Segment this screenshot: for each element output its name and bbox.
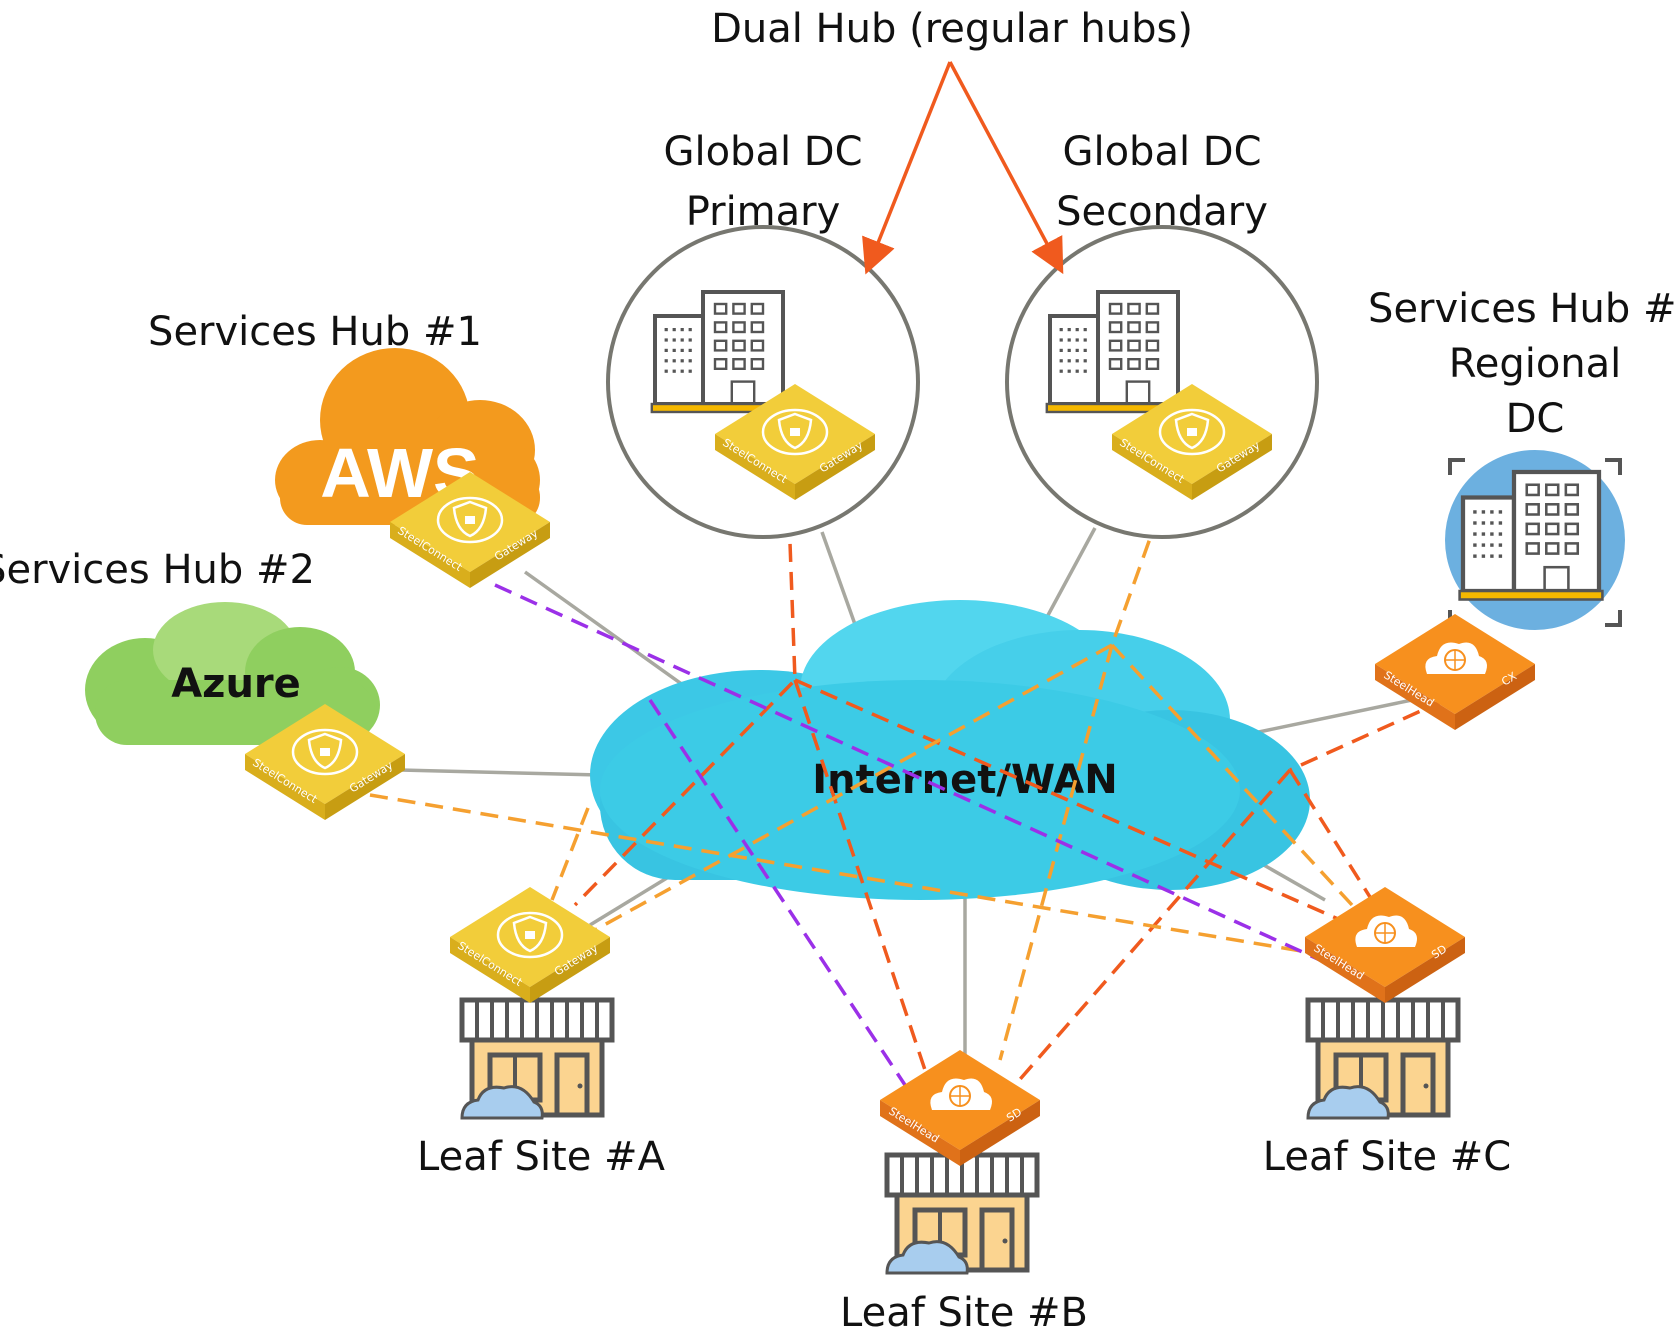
- site-label: Leaf Site #B: [840, 1290, 1088, 1336]
- hub-label-line3: DC: [1506, 396, 1565, 442]
- store-icon: [1308, 1000, 1458, 1118]
- cloud-globe-icon: [1425, 642, 1487, 674]
- link-secondary-wan: [1038, 527, 1097, 631]
- link-primary-wan: [820, 531, 859, 631]
- arrow-to-secondary: [948, 61, 1064, 275]
- cloud-globe-icon: [1355, 915, 1417, 947]
- leaf-site-a: Leaf Site #A: [417, 1000, 666, 1180]
- store-icon: [462, 1000, 612, 1118]
- hub-services-2: Services Hub #2 Azure: [0, 547, 380, 745]
- shield-lock-icon: [1158, 408, 1226, 456]
- arrow-to-primary: [862, 61, 952, 275]
- dual-hub-label: Dual Hub (regular hubs): [711, 6, 1193, 52]
- hub-label-line1: Services Hub #3: [1368, 286, 1677, 332]
- dual-hub-callout: Dual Hub (regular hubs): [711, 6, 1193, 275]
- hub-label-line2: Secondary: [1056, 189, 1268, 235]
- overlay-azure-sitec: [369, 793, 1326, 957]
- overlay-links: [369, 487, 1446, 1087]
- shield-lock-icon: [761, 408, 829, 456]
- link-aws-wan: [523, 570, 692, 692]
- hub-label: Services Hub #2: [0, 547, 315, 593]
- site-label: Leaf Site #A: [417, 1134, 666, 1180]
- link-azure-wan: [399, 768, 601, 777]
- site-label: Leaf Site #C: [1263, 1134, 1511, 1180]
- hub-label-line2: Regional: [1449, 341, 1622, 387]
- overlay-primary-siteb: [793, 679, 927, 1071]
- hub-label-line1: Global DC: [663, 129, 862, 175]
- overlay-secondary-sitec: [1110, 643, 1354, 907]
- leaf-site-c: Leaf Site #C: [1263, 1000, 1511, 1180]
- regional-dc-icon: [1445, 450, 1625, 630]
- hub-label: Services Hub #1: [148, 309, 482, 355]
- leaf-site-b: Leaf Site #B: [840, 1155, 1088, 1336]
- azure-label: Azure: [171, 661, 301, 707]
- shield-lock-icon: [496, 911, 564, 959]
- overlay-primary-sitea: [573, 487, 797, 907]
- shield-lock-icon: [436, 496, 504, 544]
- azure-cloud-icon: Azure: [85, 602, 380, 745]
- cloud-globe-icon: [930, 1078, 992, 1110]
- overlay-primary-sitec: [794, 678, 1346, 924]
- hub-label-line2: Primary: [686, 189, 841, 235]
- wan-label: Internet/WAN: [812, 757, 1117, 803]
- wan-cloud: Internet/WAN: [590, 600, 1310, 900]
- hub-label-line1: Global DC: [1062, 129, 1261, 175]
- hub-services-3: Services Hub #3 Regional DC: [1368, 286, 1677, 630]
- overlay-azure-sitea: [550, 807, 590, 901]
- physical-links: [399, 527, 1413, 1060]
- store-icon: [887, 1155, 1037, 1273]
- overlay-regional-hub: [1289, 698, 1446, 772]
- shield-lock-icon: [291, 728, 359, 776]
- overlay-secondary-sitea: [594, 643, 1113, 932]
- link-sitec-wan: [1254, 858, 1326, 902]
- overlay-secondary-siteb: [998, 644, 1114, 1061]
- overlay-aws-siteb: [648, 699, 907, 1086]
- overlay-aws-sitec: [494, 583, 1321, 962]
